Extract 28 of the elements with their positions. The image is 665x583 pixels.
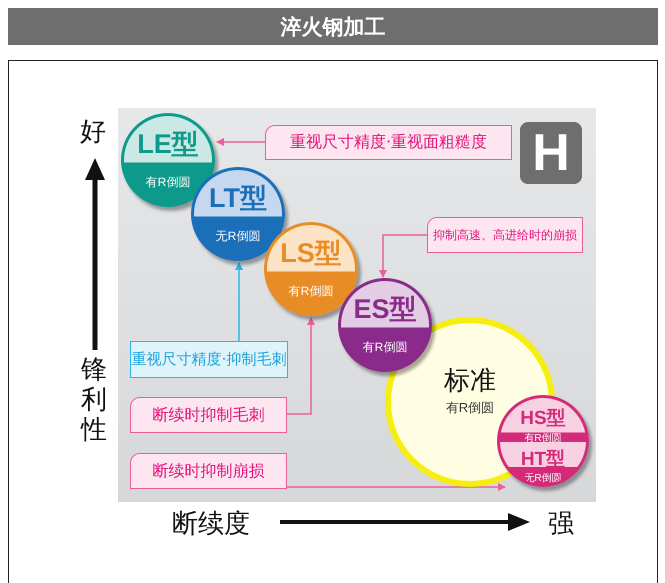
callout-box: 断续时抑制毛刺 — [130, 397, 287, 433]
type-name: LE型 — [136, 128, 200, 161]
arrow — [235, 262, 243, 341]
callout-box: 重视尺寸精度·抑制毛刺 — [130, 341, 288, 378]
grade-badge: H — [520, 122, 582, 184]
type-name: 标准 — [443, 364, 497, 397]
chamfer-note: 有R倒圆 — [288, 285, 334, 298]
chamfer-note: 有R倒圆 — [144, 176, 192, 189]
axis-label: 锋利性 — [81, 355, 108, 445]
type-name: ES型 — [352, 293, 418, 326]
callout-box: 抑制高速、高进给时的崩损 — [427, 217, 583, 253]
arrow — [216, 138, 265, 146]
axis-label: 好 — [80, 116, 106, 149]
callout-box: 断续时抑制崩损 — [130, 453, 287, 489]
arrow — [379, 234, 427, 278]
chamfer-note: 有R倒圆 — [362, 341, 408, 354]
chamfer-note: 有R倒圆 — [444, 399, 496, 417]
type-name: HS型 — [519, 407, 567, 431]
callout-box: 重视尺寸精度·重视面粗糙度 — [265, 125, 512, 160]
chamfer-note: 有R倒圆 — [523, 433, 563, 444]
arrow — [287, 483, 506, 491]
axis-label: 断续度 — [172, 508, 250, 541]
type-name: LT型 — [208, 182, 268, 215]
type-name: LS型 — [279, 237, 343, 270]
arrow — [287, 317, 315, 415]
chamfer-note: 无R倒圆 — [214, 230, 262, 243]
title-bar: 淬火钢加工 — [8, 8, 658, 45]
axis-label: 强 — [548, 508, 574, 541]
